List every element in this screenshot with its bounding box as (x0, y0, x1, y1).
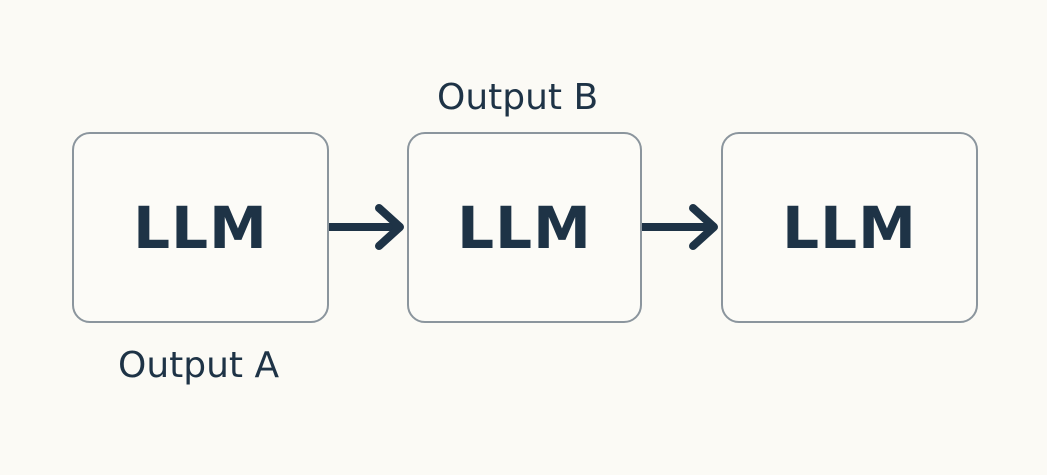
right-arrow-icon (329, 204, 404, 250)
right-arrow-icon (642, 204, 718, 250)
llm-node-1: LLM (72, 132, 329, 323)
llm-node-3: LLM (721, 132, 978, 323)
llm-node-2: LLM (407, 132, 642, 323)
llm-node-3-label: LLM (782, 193, 917, 262)
output-b-caption: Output B (437, 77, 599, 118)
llm-node-1-label: LLM (133, 193, 268, 262)
llm-node-2-label: LLM (457, 193, 592, 262)
output-a-caption: Output A (118, 345, 280, 386)
